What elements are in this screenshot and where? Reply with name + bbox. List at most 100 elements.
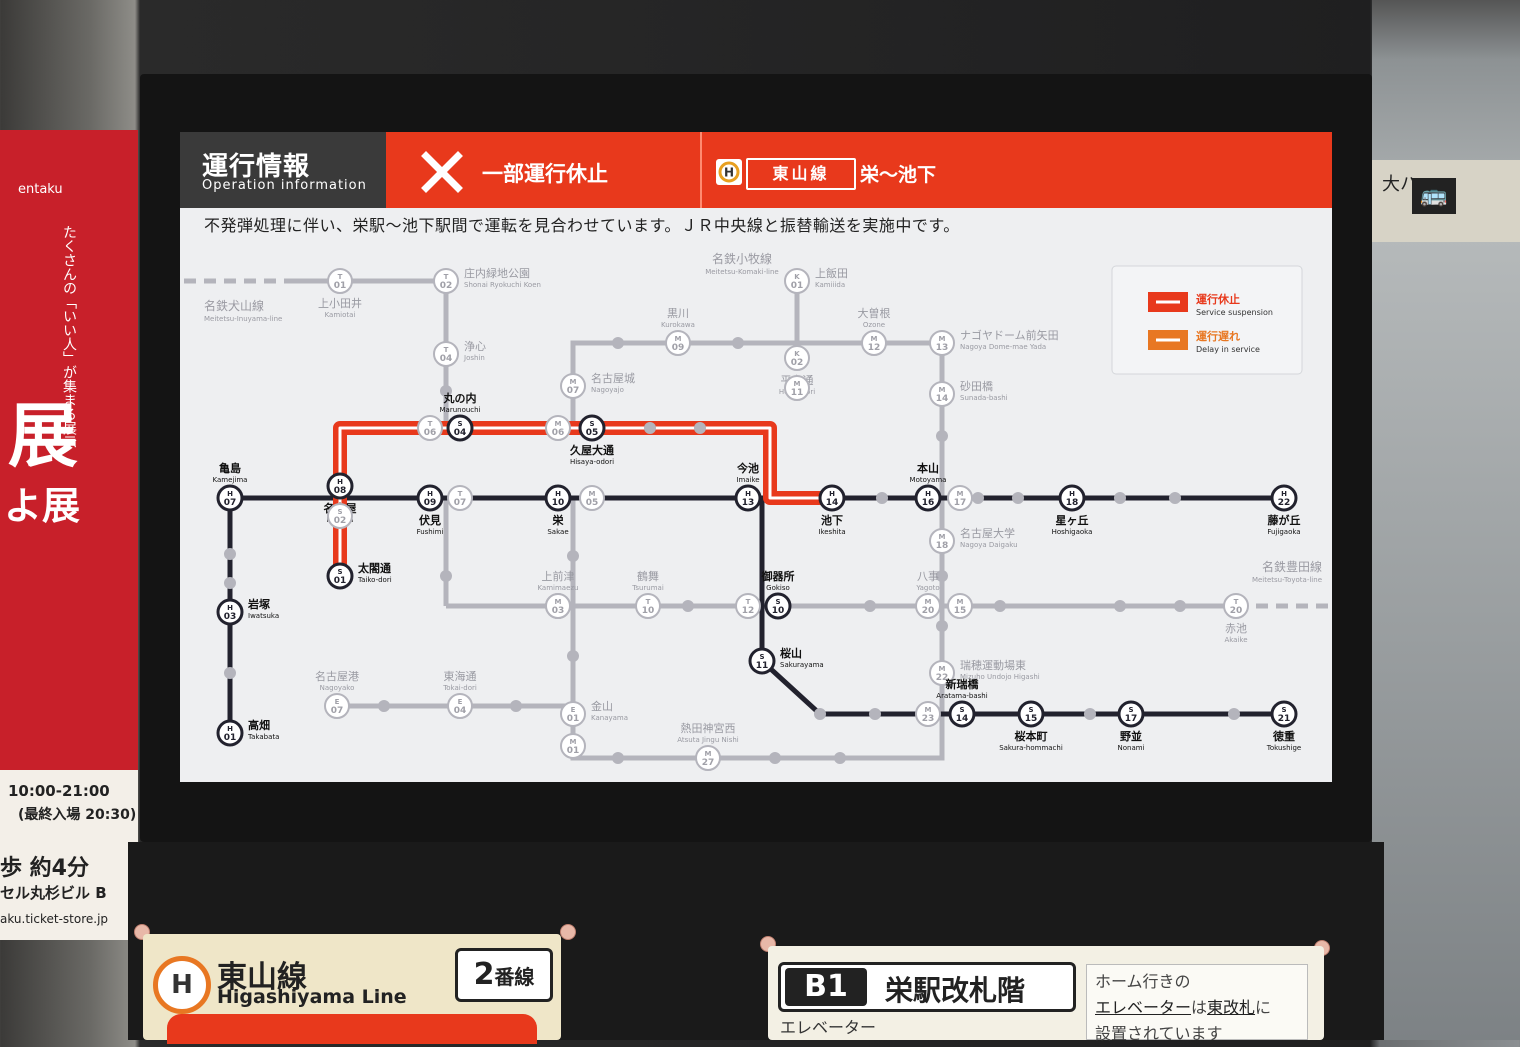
transfer-station-marker[interactable]: M11	[784, 375, 810, 401]
station-ring	[947, 593, 973, 619]
station-number: 13	[742, 498, 755, 508]
station-ring	[544, 484, 572, 512]
station-number: 03	[552, 606, 565, 616]
station-name-en: Imaike	[736, 476, 759, 484]
poster-building: セル丸杉ビル B	[0, 884, 107, 902]
intermediate-stop	[994, 600, 1006, 612]
transfer-station-marker[interactable]: S02	[327, 503, 353, 529]
poster-brand: entaku	[18, 182, 63, 197]
station-number: 07	[454, 498, 467, 508]
station-number: 22	[936, 673, 949, 683]
transfer-station-marker[interactable]: M17	[947, 485, 973, 511]
station-name-ja: 桜本町	[1015, 729, 1048, 743]
note-east-gate: 東改札	[1207, 998, 1256, 1017]
sign-line-en: Higashiyama Line	[217, 986, 407, 1008]
transfer-station-marker[interactable]: M05	[579, 485, 605, 511]
station-ring	[929, 528, 955, 554]
station-line-letter: M	[555, 598, 562, 606]
connector-inuyama-en: Meitetsu-Inuyama-line	[204, 315, 282, 323]
station-number: 02	[791, 358, 804, 368]
transfer-station-marker[interactable]: M03	[545, 593, 571, 619]
station-name-en: Kamejima	[213, 476, 248, 484]
exhibition-poster: entaku たくさんの「いい人」が集まる展示 展 よ展 10:00-21:00…	[0, 130, 138, 940]
intermediate-stop	[378, 700, 390, 712]
right-direction-sign: 大ハ 🚌	[1372, 160, 1520, 242]
station-number: 15	[954, 606, 967, 616]
station-line-letter: T	[1234, 598, 1239, 606]
connector-komaki-ja: 名鉄小牧線	[712, 251, 772, 266]
transfer-station-marker[interactable]: M06	[545, 415, 571, 441]
station-name-ja: 東海通	[444, 669, 477, 683]
transfer-station-marker[interactable]: M01	[560, 733, 586, 759]
right-sign-text: 大ハ	[1382, 174, 1418, 195]
intermediate-stop	[936, 430, 948, 442]
station-number: 12	[742, 606, 755, 616]
station-name-en: Fushimi	[417, 528, 444, 536]
intermediate-stop	[876, 492, 888, 504]
note-line-1: ホーム行きの	[1095, 972, 1191, 991]
station-line-letter: S	[759, 653, 764, 661]
transfer-station-marker[interactable]: M15	[947, 593, 973, 619]
intermediate-stop	[936, 570, 948, 582]
transfer-station-marker[interactable]: M23	[915, 701, 941, 727]
station-ring	[446, 414, 474, 442]
floor-title: 栄駅改札階	[885, 974, 1026, 1007]
station-name-en: Kamimaezu	[537, 584, 578, 592]
station-number: 18	[936, 541, 949, 551]
station-number: 13	[936, 343, 949, 353]
station-name-ja: 庄内緑地公園	[464, 266, 530, 280]
transfer-station-marker[interactable]: T07	[447, 485, 473, 511]
station-line-letter: M	[570, 378, 577, 386]
station-number: 20	[1230, 606, 1243, 616]
station-line-letter: E	[571, 706, 576, 714]
intermediate-stop	[224, 667, 236, 679]
intermediate-stop	[1114, 492, 1126, 504]
station-ring	[929, 330, 955, 356]
station-line-letter: T	[444, 273, 449, 281]
transfer-station-marker[interactable]: T12	[735, 593, 761, 619]
intermediate-stop	[769, 752, 781, 764]
intermediate-stops	[224, 337, 1240, 764]
transfer-station-marker[interactable]: T06	[417, 415, 443, 441]
station-line-letter: M	[939, 665, 946, 673]
station-number: 04	[454, 706, 467, 716]
connector-dashes	[184, 278, 1332, 609]
